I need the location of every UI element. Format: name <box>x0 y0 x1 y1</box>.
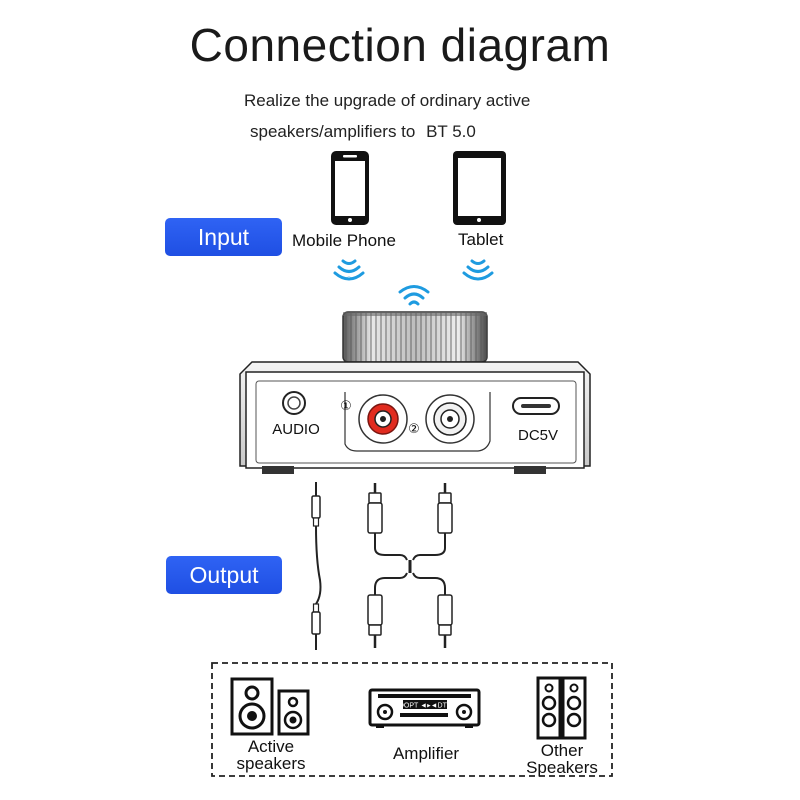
other-speakers-label-line1: Other <box>540 741 584 760</box>
aux-port <box>282 391 306 415</box>
output-badge: Output <box>166 556 282 594</box>
dc-port-label: DC5V <box>518 427 558 444</box>
rca-cable <box>367 483 453 648</box>
input-badge: Input <box>165 218 282 256</box>
rca-red-port <box>358 394 408 444</box>
amplifier-label: Amplifier <box>392 744 460 763</box>
port-marker-1: ① <box>340 398 352 413</box>
mobile-phone-label: Mobile Phone <box>292 231 396 250</box>
phone-signal-icon <box>333 259 365 281</box>
active-speakers-label-line1: Active <box>247 737 295 756</box>
other-speakers-label-line2: Speakers <box>526 758 598 777</box>
page-title: Connection diagram <box>189 19 611 71</box>
adapter-device <box>239 361 591 474</box>
usb-c-port <box>512 397 560 415</box>
subtitle-prefix: speakers/amplifiers to <box>250 122 416 141</box>
port-marker-2: ② <box>408 421 420 436</box>
active-speakers-label-line2: speakers <box>236 754 306 773</box>
subtitle-line-2: speakers/amplifiers to BT 5.0 <box>250 122 476 142</box>
tablet-label: Tablet <box>458 230 504 249</box>
amp-display-text: DOPT ◄▸◄DTF <box>399 703 451 710</box>
tablet-signal-icon <box>462 259 494 281</box>
mobile-phone-icon <box>331 151 369 225</box>
bt-version: BT 5.0 <box>426 122 476 141</box>
subtitle-line-1: Realize the upgrade of ordinary active <box>244 91 531 110</box>
tablet-icon <box>453 151 506 225</box>
other-speakers-label: Other Speakers <box>512 742 612 776</box>
amplifier-icon: DOPT ◄▸◄DTF <box>368 688 481 728</box>
device-bluetooth-signal-icon <box>398 285 430 306</box>
active-speakers-icon <box>230 677 310 736</box>
tower-speakers-icon <box>536 676 587 740</box>
rca-panel-outline <box>344 392 491 452</box>
output-devices-box <box>211 662 613 777</box>
active-speakers-label: Active speakers <box>221 738 321 772</box>
volume-knob <box>342 311 488 363</box>
audio-port-label: AUDIO <box>272 421 320 438</box>
aux-cable <box>311 482 322 650</box>
rca-white-port <box>425 394 475 444</box>
